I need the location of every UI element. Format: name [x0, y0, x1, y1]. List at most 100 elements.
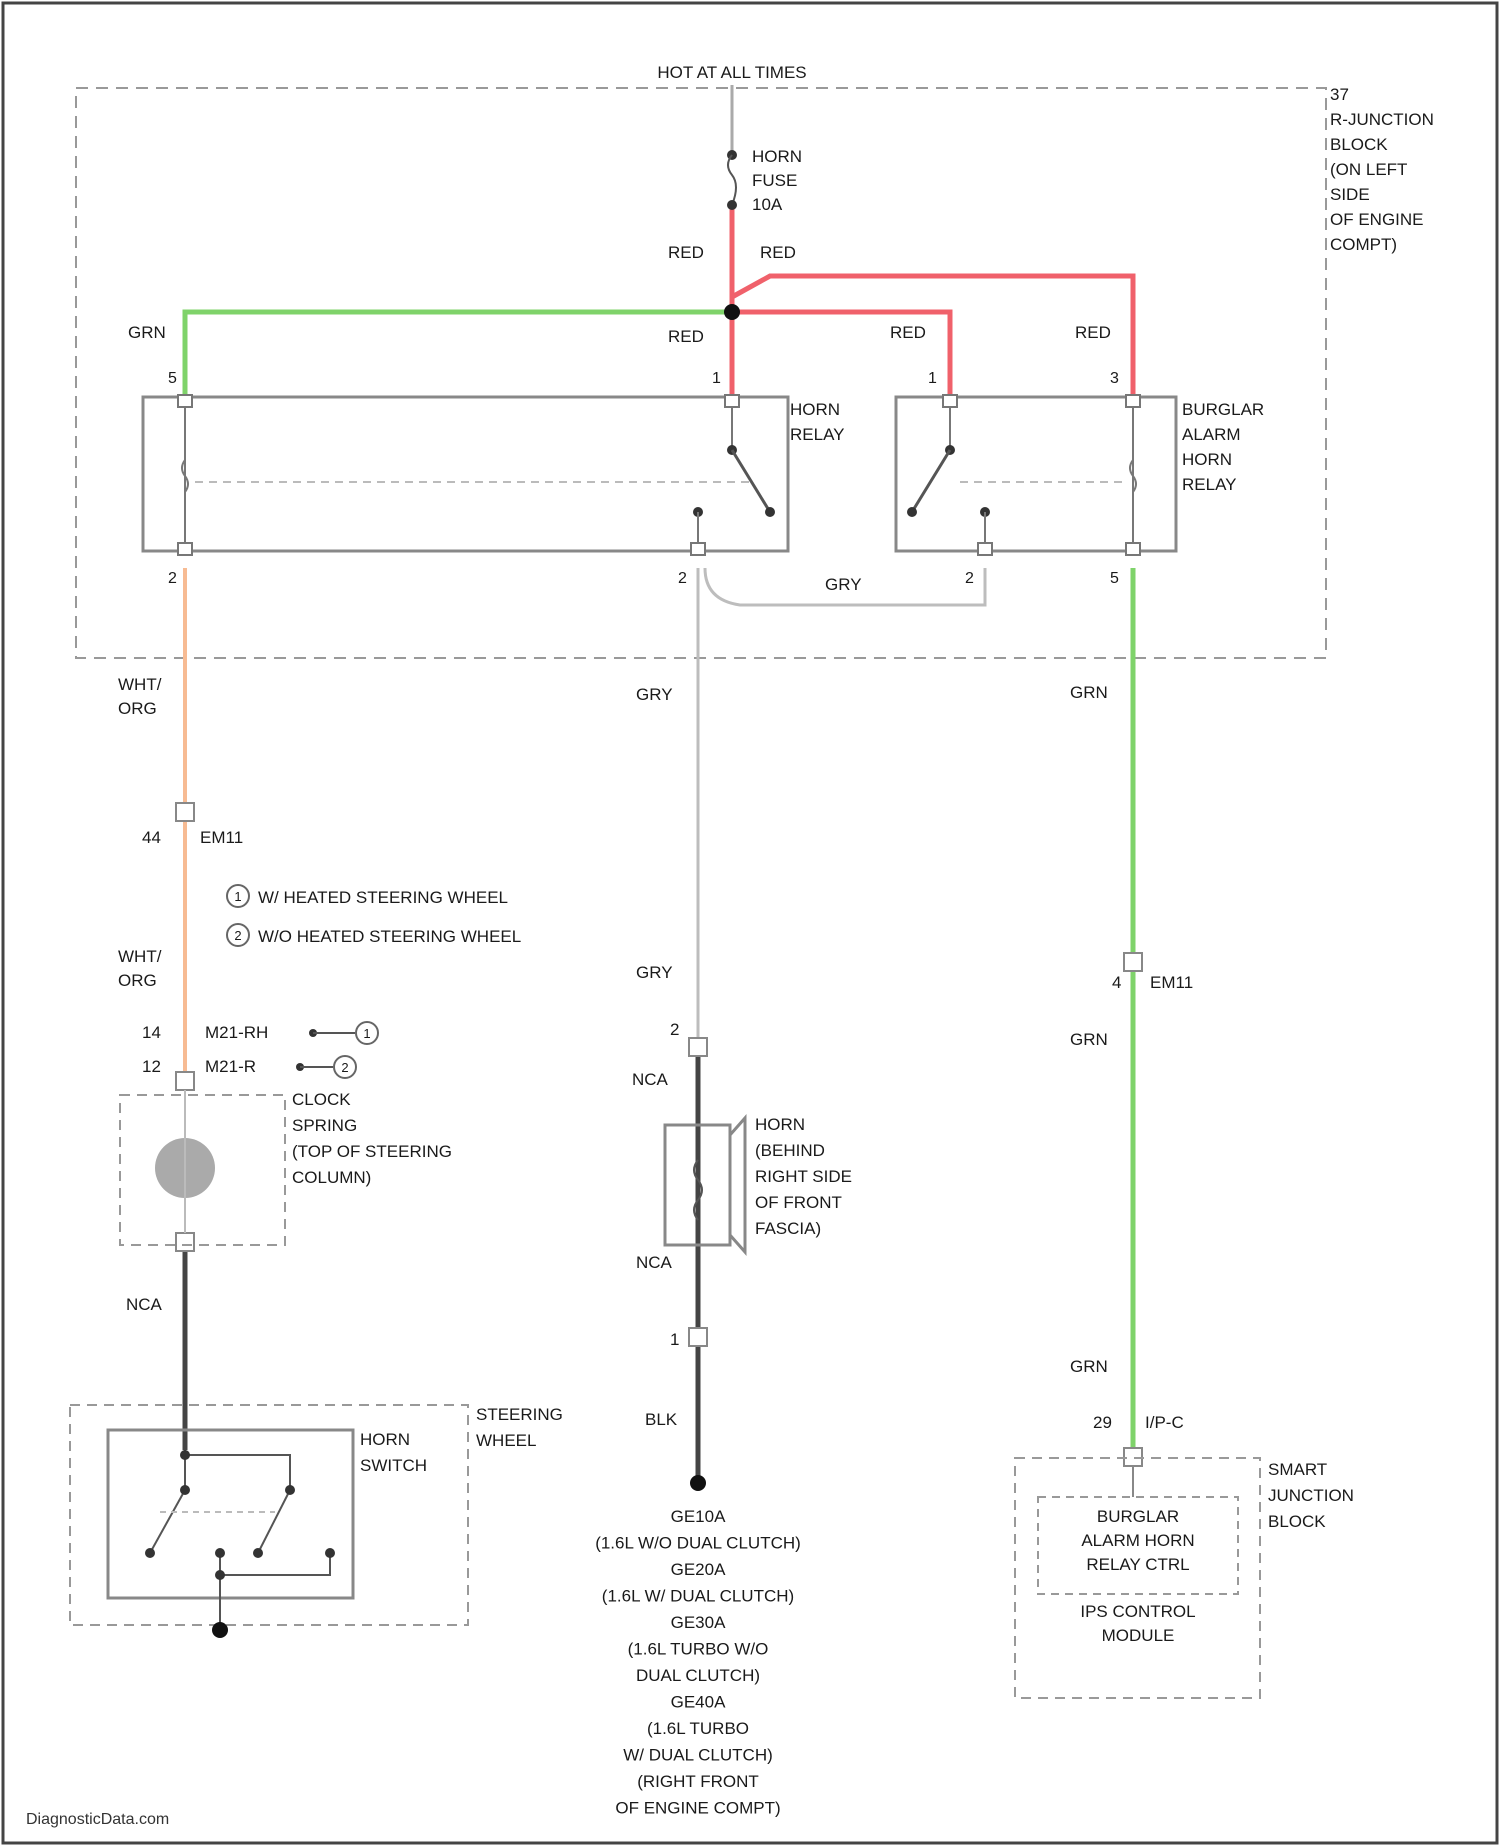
burglar-ctrl-label-line: BURGLAR [1097, 1507, 1179, 1526]
wire-label-wht-org-2-text: WHT/ORG [118, 947, 162, 990]
burglar-relay-label-line: BURGLAR [1182, 400, 1264, 419]
horn-label-line: OF FRONT [755, 1193, 842, 1212]
watermark: DiagnosticData.com [26, 1811, 169, 1828]
ground-icon-horn [690, 1475, 706, 1491]
wire-label-red-branch: RED [760, 243, 796, 262]
ground-label-line: (1.6L W/ DUAL CLUTCH) [602, 1587, 794, 1606]
wire-label-wht-org-1-line: ORG [118, 699, 157, 718]
horn-label-line: RIGHT SIDE [755, 1167, 852, 1186]
wire-label-gry-jumper: GRY [825, 575, 862, 594]
ground-label-line: GE30A [671, 1613, 726, 1632]
pin-hr-top-left: 5 [168, 370, 177, 387]
smart-jb-label: SMART JUNCTION BLOCK [1268, 1460, 1354, 1531]
legend-marker-2-num: 2 [234, 928, 241, 943]
horn-label-line: (BEHIND [755, 1141, 825, 1160]
horn-label: HORN(BEHINDRIGHT SIDEOF FRONTFASCIA) [755, 1115, 852, 1238]
fuse-label-line: HORN [752, 147, 802, 166]
ground-label-line: OF ENGINE COMPT) [615, 1799, 780, 1818]
burglar-ctrl-label-line: ALARM HORN [1081, 1531, 1194, 1550]
ground-label-line: DUAL CLUTCH) [636, 1666, 760, 1685]
junction-block-label-line: R-JUNCTION [1330, 110, 1434, 129]
fuse-label: HORNFUSE10A [752, 147, 802, 214]
wire-label-blk: BLK [645, 1410, 678, 1429]
wire-label-wht-org-1-line: WHT/ [118, 675, 162, 694]
relay-terminals [178, 395, 1140, 555]
pin-hr-top-right: 1 [712, 370, 721, 387]
junction-block-label-line: OF ENGINE [1330, 210, 1424, 229]
horn-relay-switch-arm [732, 450, 770, 512]
hot-at-all-times-label: HOT AT ALL TIMES [657, 63, 806, 82]
steering-wheel-label-line: WHEEL [476, 1431, 536, 1450]
ground-label: GE10A(1.6L W/O DUAL CLUTCH)GE20A(1.6L W/… [595, 1507, 801, 1818]
sjb-conn: I/P-C [1145, 1413, 1184, 1432]
horn-switch-label-line: SWITCH [360, 1456, 427, 1475]
legend-marker-1-num: 1 [234, 889, 241, 904]
horn-switch-label-text: HORN SWITCH [360, 1430, 427, 1475]
horn-label-line: HORN [755, 1115, 805, 1134]
wire-label-nca-left: NCA [126, 1295, 163, 1314]
wire-label-grn-1: GRN [1070, 683, 1108, 702]
horn-relay-label-text: HORN RELAY [790, 400, 845, 444]
clock-spring-label-line: SPRING [292, 1116, 357, 1135]
connector-left-name: EM11 [200, 828, 243, 847]
horn-relay-label-line: RELAY [790, 425, 845, 444]
smart-jb-label-line: BLOCK [1268, 1512, 1326, 1531]
connector-right-name: EM11 [1150, 973, 1193, 992]
legend-item-1: W/ HEATED STEERING WHEEL [258, 888, 508, 907]
ground-label-line: (1.6L W/O DUAL CLUTCH) [595, 1534, 801, 1553]
horn-switch-label-line: HORN [360, 1430, 410, 1449]
wire-label-grn-top: GRN [128, 323, 166, 342]
ground-label-line: GE10A [671, 1507, 726, 1526]
connector-left-pin: 44 [142, 828, 161, 847]
burglar-relay-label-line: HORN [1182, 450, 1232, 469]
horn-relay-box [143, 397, 788, 551]
horn-pin-1: 1 [670, 1330, 679, 1349]
clock-spring-label-line: COLUMN) [292, 1168, 371, 1187]
wire-label-wht-org-2: WHT/ORG [118, 947, 162, 990]
horn-relay-contact-b [765, 507, 775, 517]
ground-label-line: W/ DUAL CLUTCH) [623, 1746, 773, 1765]
horn-pin-2: 2 [670, 1020, 679, 1039]
legend: 1 W/ HEATED STEERING WHEEL 2 W/O HEATED … [234, 888, 521, 946]
ground-label-text: GE10A(1.6L W/O DUAL CLUTCH)GE20A(1.6L W/… [595, 1507, 801, 1818]
junction-block-label-line: 37 [1330, 85, 1349, 104]
wire-label-grn-2: GRN [1070, 1030, 1108, 1049]
junction-block-label-line: (ON LEFT [1330, 160, 1407, 179]
wire-label-gry-2: GRY [636, 963, 673, 982]
smart-jb-label-line: SMART [1268, 1460, 1327, 1479]
pin-br-top-left: 1 [928, 370, 937, 387]
junction-block-label-line: SIDE [1330, 185, 1370, 204]
ips-module-label-line: IPS CONTROL [1080, 1602, 1195, 1621]
burglar-relay-label-line: RELAY [1182, 475, 1237, 494]
burglar-relay-arm [912, 450, 950, 512]
horn-relay-label-line: HORN [790, 400, 840, 419]
wire-label-red-fuse: RED [668, 243, 704, 262]
wire-label-red-relay: RED [668, 327, 704, 346]
clock-spring-label: CLOCKSPRING(TOP OF STEERINGCOLUMN) [292, 1090, 452, 1187]
clock-option-2-num: 2 [341, 1060, 348, 1075]
pin-br-bot-left: 2 [965, 570, 974, 587]
clock-pin-12: 12 [142, 1057, 161, 1076]
fuse-label-line: 10A [752, 195, 783, 214]
ground-label-line: (1.6L TURBO [647, 1719, 749, 1738]
clock-spring-label-line: CLOCK [292, 1090, 351, 1109]
horn-relay-label: HORN RELAY [790, 400, 845, 444]
burglar-relay-label-line: ALARM [1182, 425, 1241, 444]
horn-label-text: HORN(BEHINDRIGHT SIDEOF FRONTFASCIA) [755, 1115, 852, 1238]
legend-item-2: W/O HEATED STEERING WHEEL [258, 927, 521, 946]
ips-module-label: IPS CONTROLMODULE [1080, 1602, 1195, 1645]
wire-label-grn-3: GRN [1070, 1357, 1108, 1376]
wire-label-wht-org-2-line: ORG [118, 971, 157, 990]
junction-block-label-line: COMPT) [1330, 235, 1397, 254]
ground-label-line: (RIGHT FRONT [637, 1772, 759, 1791]
smart-jb-label-text: SMART JUNCTION BLOCK [1268, 1460, 1354, 1531]
clock-option-1-num: 1 [363, 1026, 370, 1041]
burglar-ctrl-label: BURGLARALARM HORNRELAY CTRL [1081, 1507, 1194, 1574]
smart-jb-label-line: JUNCTION [1268, 1486, 1354, 1505]
